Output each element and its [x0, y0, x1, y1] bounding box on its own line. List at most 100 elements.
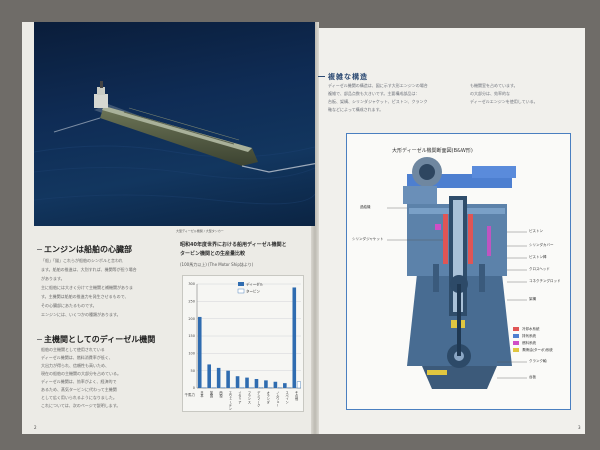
legend-swatch-coolant: [513, 327, 519, 331]
x-tick-label: ノルウェー: [275, 391, 279, 407]
bar-turbine: [287, 387, 292, 389]
legend-swatch-fuel: [513, 341, 519, 345]
body-line: 複雑で、部品点数も大きいです。主要構成部品は：: [328, 91, 420, 96]
page-number-left: 2: [34, 425, 37, 430]
x-tick-label: デンマーク: [256, 390, 260, 408]
bar-diesel: [216, 367, 221, 388]
section-title-complex-structure: 複雑な構造: [328, 73, 368, 81]
bar-diesel: [226, 370, 230, 388]
heading-dash: [37, 249, 42, 250]
body-line: の大部分は、効率的な: [470, 91, 510, 96]
bar-diesel: [283, 383, 287, 388]
x-tick-label: 英国: [209, 390, 213, 398]
chart-note: (100馬力以上) (The Motor Ship誌より): [180, 262, 254, 267]
legend-swatch-turbine: [237, 288, 245, 294]
tanker-ship-image: [34, 81, 315, 205]
photo-caption: 大型ディーゼル機関 / 大型タンカー: [176, 229, 224, 233]
bar-turbine: [296, 381, 301, 389]
body-line: その心臓部にあたるものです。: [41, 303, 97, 308]
bar-diesel: [245, 377, 249, 388]
y-axis-unit: 千馬力: [185, 392, 196, 397]
body-line: 船舶の主機関として使用されている: [41, 347, 105, 352]
x-tick-label: 日本: [199, 391, 203, 398]
right-body-text-col2: も機関室を占めています。 の大部分は、効率的な ディーゼルエンジンを使用している…: [470, 82, 576, 106]
y-tick-label: 50: [191, 369, 195, 373]
bar-diesel: [197, 316, 202, 388]
right-body-text: ディーゼル機関の構造は、図に示す大形エンジンの場合 複雑で、部品点数も大きいです…: [328, 82, 576, 114]
page-number-right: 3: [578, 425, 581, 430]
body-line: 大出力が得られ、信頼性も高いため、: [41, 363, 110, 368]
x-tick-label: スウェーデン: [228, 390, 232, 410]
bar-diesel: [292, 287, 297, 388]
bar-diesel: [273, 381, 278, 388]
bar-turbine: [221, 387, 226, 389]
bar-turbine: [230, 387, 235, 389]
label-crosshead: クロスヘッド: [529, 267, 550, 271]
body-line: 「船」「錨」これらが船舶のシンボルと言われ: [41, 258, 123, 263]
body-line: も機関室を占めています。: [470, 83, 518, 88]
x-tick-label: イタリア: [237, 391, 241, 405]
chart-heading-line2: タービン機関との生産量比較: [180, 251, 245, 257]
body-line: 主に船舶には大きく分けて主機関と補機関がありま: [41, 285, 133, 290]
body-line: 軸などによって構成されます。: [328, 107, 384, 112]
body-line: ディーゼルエンジンを使用している。: [470, 99, 538, 104]
bar-diesel: [207, 364, 211, 388]
label-piston: ピストン: [529, 229, 543, 233]
label-frame: 架構: [529, 297, 536, 301]
body-line: ます。船舶の推進は、大別すれば、機関等が担う場合: [41, 267, 137, 272]
chart-heading: 昭和40年度世界における船用ディーゼル機関と タービン機関との生産量比較: [180, 241, 287, 259]
label-piston-rod: ピストン棒: [529, 255, 547, 259]
body-line: 現在の船舶の主機関の大部分を占めている。: [41, 371, 121, 376]
label-cylinder-jacket: シリンダジャケット: [352, 237, 384, 241]
legend-label-fuel: 燃料系統: [522, 341, 536, 345]
y-tick-label: 150: [188, 334, 195, 338]
bar-diesel: [235, 376, 240, 388]
bar-turbine: [268, 387, 273, 389]
bar-turbine: [240, 387, 245, 389]
y-tick-label: 250: [188, 300, 195, 304]
heading-diesel-main-engine: 主機関としてのディーゼル機関: [44, 335, 156, 344]
engine-cross-section-diagram: [387, 157, 527, 389]
y-tick-label: 300: [188, 282, 195, 286]
title-dash: [318, 76, 325, 77]
body-line: 台板、架構、シリンダジャケット、ピストン、クランク: [328, 99, 428, 104]
bar-diesel: [264, 380, 268, 388]
body-line: として広く用いられるようになりました。: [41, 395, 117, 400]
chart-heading-line1: 昭和40年度世界における船用ディーゼル機関と: [180, 242, 287, 248]
bar-diesel: [254, 378, 259, 388]
legend-label-exhaust: 排気系統: [522, 334, 536, 338]
body-line: これについては、次のページで説明します。: [41, 403, 121, 408]
legend-swatch-diesel: [238, 282, 244, 286]
x-tick-label: オランダ: [265, 390, 269, 405]
book-gutter: [311, 22, 319, 434]
x-tick-label: 西独: [218, 391, 222, 398]
legend-label-coolant: 冷却水系統: [522, 327, 540, 331]
heading-engine-heart: エンジンは船舶の心臓部: [44, 245, 132, 254]
body-line: ディーゼル機関の構造は、図に示す大形エンジンの場合: [328, 83, 428, 88]
bar-turbine: [202, 387, 207, 389]
body-paragraph-1: 「船」「錨」これらが船舶のシンボルと言われ ます。船舶の推進は、大別すれば、機関…: [41, 256, 173, 319]
label-cylinder-cover: シリンダカバー: [529, 243, 554, 247]
y-tick-label: 100: [188, 352, 195, 356]
heading-dash: [37, 339, 42, 340]
bar-turbine: [278, 387, 282, 389]
engine-diagram-frame: [346, 133, 571, 410]
engine-diagram-title: 大形ディーゼル機関断面図(B&W形): [392, 148, 473, 154]
label-crankshaft: クランク軸: [529, 359, 547, 363]
x-tick-label: フランス: [247, 390, 251, 405]
legend-label-lube-oil: 潤滑油(ターボ)系統: [522, 348, 553, 352]
tanker-photo: [34, 22, 315, 226]
body-line: す。主機関は船舶の推進力を発生させるもので、: [41, 294, 129, 299]
legend-label-turbine: タービン: [246, 289, 260, 294]
legend-swatch-exhaust: [513, 334, 519, 338]
legend-swatch-lube-oil: [513, 348, 519, 352]
body-paragraph-2: 船舶の主機関として使用されている ディーゼル機関は、燃料消費率が低く、 大出力が…: [41, 346, 173, 410]
label-bedplate: 台板: [529, 375, 536, 379]
label-connecting-rod: コネクチングロッド: [529, 279, 561, 283]
body-line: あるため、蒸気タービンに代わって主機関: [41, 387, 117, 392]
x-tick-label: その他: [294, 390, 298, 401]
x-tick-label: スペイン: [285, 390, 289, 404]
bar-turbine: [211, 387, 216, 389]
bar-turbine: [249, 387, 254, 389]
